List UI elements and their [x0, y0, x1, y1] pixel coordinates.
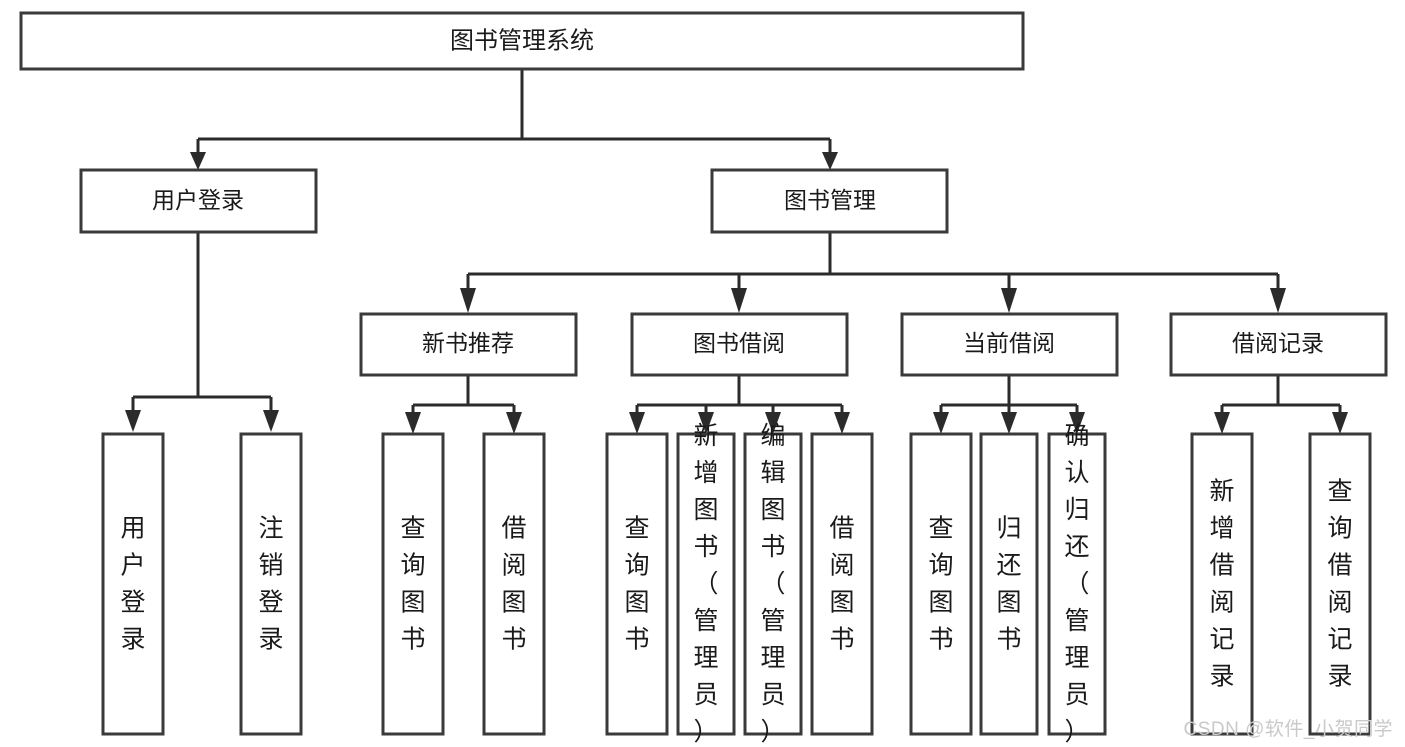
leaf-current-1[interactable]: 查询图书 [909, 432, 973, 736]
leaf-borrow-3[interactable]: 编辑图书（管理员） [743, 422, 803, 746]
arrow-head-new-book-leaf-2 [506, 412, 522, 434]
node-root[interactable]: 图书管理系统 [19, 11, 1025, 71]
leaf-user-login-2-box[interactable] [239, 432, 303, 736]
leaf-borrow-4-label: 借阅图书 [829, 515, 854, 654]
arrow-head-to-borrow [731, 288, 747, 313]
node-book-borrow[interactable]: 图书借阅 [630, 312, 849, 377]
node-user-login-label: 用户登录 [152, 187, 244, 213]
leaf-new-book-1[interactable]: 查询图书 [381, 432, 445, 736]
node-user-login[interactable]: 用户登录 [79, 168, 318, 234]
leaf-current-2-label: 归还图书 [996, 515, 1021, 654]
leaf-current-1-box[interactable] [909, 432, 973, 736]
leaf-record-1[interactable]: 新增借阅记录 [1190, 432, 1254, 736]
node-book-management[interactable]: 图书管理 [710, 168, 949, 234]
leaf-current-3-box[interactable] [1047, 432, 1107, 736]
node-current-borrow[interactable]: 当前借阅 [900, 312, 1119, 377]
arrow-head-record-leaf-1 [1214, 412, 1230, 434]
leaf-user-login-1-label: 用户登录 [120, 515, 145, 654]
connector-layer [125, 69, 1348, 434]
leaf-current-3[interactable]: 确认归还（管理员） [1047, 422, 1107, 746]
leaf-new-book-2-label: 借阅图书 [501, 515, 526, 654]
node-book-borrow-label: 图书借阅 [693, 330, 785, 356]
arrow-head-borrow-leaf-3 [765, 412, 781, 434]
node-book-borrow-box[interactable] [630, 312, 849, 377]
leaf-borrow-1-label: 查询图书 [624, 515, 649, 654]
leaf-record-2-box[interactable] [1308, 432, 1372, 736]
arrow-head-borrow-leaf-1 [629, 412, 645, 434]
arrow-head-to-new-book [460, 288, 476, 313]
node-book-management-box[interactable] [710, 168, 949, 234]
node-new-book-recommend-box[interactable] [359, 312, 578, 377]
arrow-head-user-login-leaf-1 [125, 410, 141, 432]
arrow-head-new-book-leaf-1 [405, 412, 421, 434]
leaf-current-3-label: 确认归还（管理员） [1064, 422, 1089, 746]
arrow-head-to-book-mgmt [822, 152, 838, 170]
leaf-current-2-box[interactable] [979, 432, 1039, 736]
leaf-user-login-1-box[interactable] [101, 432, 165, 736]
node-new-book-recommend-label: 新书推荐 [422, 330, 514, 356]
leaf-borrow-2[interactable]: 新增图书（管理员） [676, 422, 736, 746]
node-borrow-record-label: 借阅记录 [1232, 330, 1324, 356]
node-root-box[interactable] [19, 11, 1025, 71]
leaf-user-login-2[interactable]: 注销登录 [239, 432, 303, 736]
arrow-head-borrow-leaf-4 [834, 412, 850, 434]
leaf-user-login-1[interactable]: 用户登录 [101, 432, 165, 736]
leaf-borrow-3-label: 编辑图书（管理员） [760, 422, 785, 746]
leaf-new-book-2-box[interactable] [482, 432, 546, 736]
leaf-borrow-3-box[interactable] [743, 432, 803, 736]
leaf-current-1-label: 查询图书 [928, 515, 953, 654]
leaf-current-2[interactable]: 归还图书 [979, 432, 1039, 736]
node-current-borrow-label: 当前借阅 [963, 330, 1055, 356]
leaf-record-2[interactable]: 查询借阅记录 [1308, 432, 1372, 736]
leaf-user-login-2-label: 注销登录 [258, 515, 283, 654]
node-book-management-label: 图书管理 [784, 187, 876, 213]
arrow-head-borrow-leaf-2 [698, 412, 714, 434]
node-root-label: 图书管理系统 [450, 27, 594, 54]
arrow-head-record-leaf-2 [1332, 412, 1348, 434]
leaf-borrow-1[interactable]: 查询图书 [605, 432, 669, 736]
arrow-head-to-user-login [190, 152, 206, 170]
arrow-head-to-current [1001, 288, 1017, 313]
leaf-new-book-1-label: 查询图书 [400, 515, 425, 654]
node-borrow-record[interactable]: 借阅记录 [1169, 312, 1388, 377]
arrow-head-user-login-leaf-2 [263, 410, 279, 432]
leaf-borrow-4-box[interactable] [810, 432, 874, 736]
leaf-new-book-1-box[interactable] [381, 432, 445, 736]
node-user-login-box[interactable] [79, 168, 318, 234]
leaf-record-1-box[interactable] [1190, 432, 1254, 736]
arrow-head-current-leaf-3 [1069, 412, 1085, 434]
csdn-watermark: CSDN @软件_小贺同学 [1183, 719, 1393, 740]
leaf-new-book-2[interactable]: 借阅图书 [482, 432, 546, 736]
arrow-head-current-leaf-2 [1001, 412, 1017, 434]
leaf-record-1-label: 新增借阅记录 [1209, 478, 1234, 691]
leaf-record-2-label: 查询借阅记录 [1327, 478, 1352, 691]
arrow-head-current-leaf-1 [933, 412, 949, 434]
node-current-borrow-box[interactable] [900, 312, 1119, 377]
leaf-borrow-2-box[interactable] [676, 432, 736, 736]
node-new-book-recommend[interactable]: 新书推荐 [359, 312, 578, 377]
leaf-borrow-2-label: 新增图书（管理员） [693, 422, 718, 746]
arrow-head-to-record [1270, 288, 1286, 313]
node-borrow-record-box[interactable] [1169, 312, 1388, 377]
leaf-borrow-4[interactable]: 借阅图书 [810, 432, 874, 736]
leaf-borrow-1-box[interactable] [605, 432, 669, 736]
